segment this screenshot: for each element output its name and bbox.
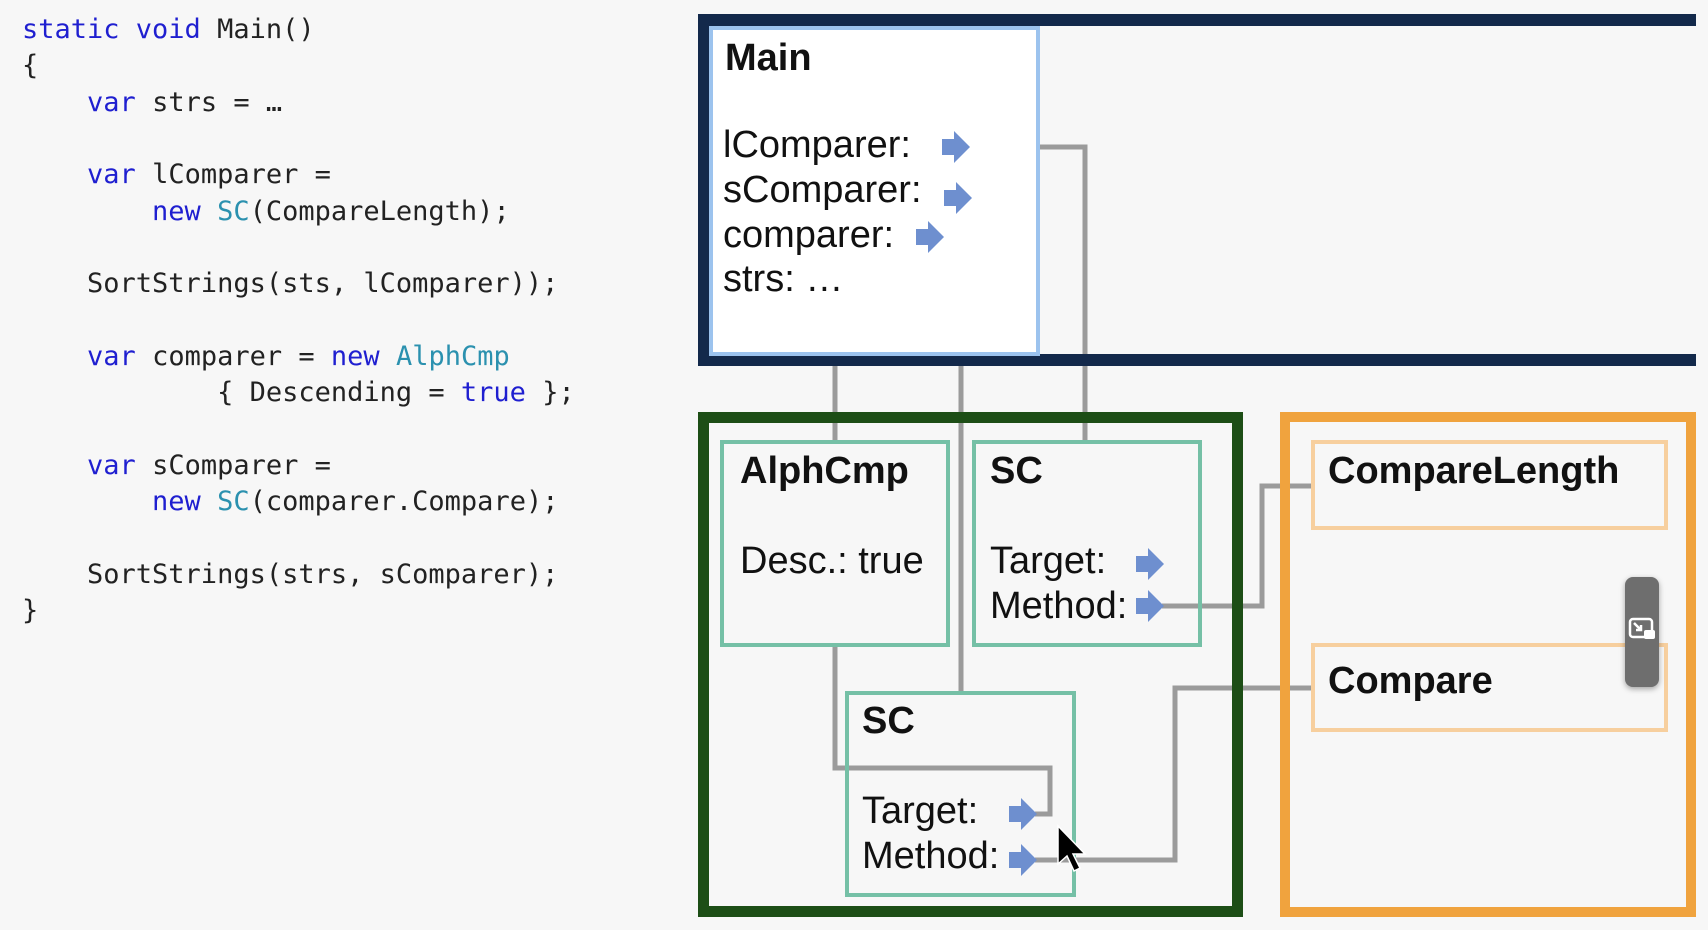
code-line: SortStrings(strs, sComparer); [22, 557, 558, 593]
sc-object-bottom [845, 691, 1076, 897]
sc-bottom-title: SC [862, 700, 915, 742]
alphcmp-title: AlphCmp [740, 450, 909, 492]
code-type: SC [217, 485, 250, 517]
code-text: Main() [200, 14, 315, 45]
code-line: new SC(comparer.Compare); [22, 484, 558, 520]
code-type: AlphCmp [395, 340, 510, 372]
code-text: comparer = [135, 340, 331, 372]
sc-top-method: Method: [990, 585, 1128, 627]
code-line: var strs = … [22, 85, 282, 121]
sc-top-title: SC [990, 450, 1043, 492]
code-keyword: var [87, 340, 136, 372]
code-text: (comparer.Compare); [249, 485, 559, 517]
code-keyword: new [152, 485, 201, 517]
sc-bottom-method: Method: [862, 835, 1000, 877]
code-type: SC [217, 195, 250, 227]
code-text: (CompareLength); [249, 195, 510, 227]
pointer-arrow-icon [916, 221, 944, 253]
code-keyword: true [460, 377, 526, 408]
code-keyword: var [87, 159, 136, 191]
code-line: { [22, 48, 38, 84]
code-line: var sComparer = [22, 448, 331, 484]
code-keyword: new [330, 340, 380, 372]
code-line: var lComparer = [22, 157, 331, 193]
connector-sc-target-bottom [832, 647, 1053, 817]
code-line: } [22, 593, 38, 629]
pointer-arrow-icon [1136, 590, 1164, 622]
sc-bottom-target: Target: [862, 790, 979, 832]
code-text: SortStrings(sts, lComparer)); [22, 268, 559, 300]
compare-method [1311, 643, 1668, 732]
code-line: static void Main() [22, 12, 315, 48]
compare-title: Compare [1328, 660, 1493, 702]
field-comparer: comparer: [723, 214, 895, 256]
code-line: var comparer = new AlphCmp [22, 339, 510, 375]
alphcmp-object [720, 440, 950, 647]
code-text: }; [525, 377, 575, 408]
methods-area [1280, 412, 1696, 917]
code-keyword: var [87, 86, 136, 118]
picture-in-picture-icon [1628, 617, 1655, 639]
field-lcomparer: lComparer: [723, 124, 911, 166]
pointer-arrow-icon [1009, 844, 1037, 876]
picture-in-picture-button[interactable] [1625, 577, 1659, 687]
code-text: lComparer = [135, 159, 331, 191]
mouse-cursor-icon [1057, 824, 1087, 873]
stack-frame-area [698, 14, 1696, 366]
code-keyword: var [87, 449, 136, 481]
code-text: sComparer = [135, 449, 331, 481]
code-line: SortStrings(sts, lComparer)); [22, 266, 558, 302]
compare-length-title: CompareLength [1328, 450, 1620, 492]
code-text: { [22, 50, 39, 82]
code-text: { Descending = [22, 377, 461, 408]
code-text: strs = … [135, 86, 283, 118]
connector-sc-method-bottom [1035, 685, 1312, 863]
code-line: new SC(CompareLength); [22, 194, 510, 230]
main-frame-title: Main [725, 37, 812, 79]
sc-object-top [972, 440, 1202, 647]
pointer-arrow-icon [942, 131, 970, 163]
heap-area [698, 412, 1243, 917]
code-keyword: new [152, 195, 201, 227]
code-keyword: static void [22, 14, 201, 45]
code-line: { Descending = true }; [22, 375, 575, 411]
alphcmp-descending-field: Desc.: true [740, 540, 924, 582]
sc-top-target: Target: [990, 540, 1107, 582]
compare-length-method [1311, 440, 1668, 530]
code-text: SortStrings(strs, sComparer); [22, 558, 559, 590]
field-scomparer: sComparer: [723, 169, 922, 211]
main-stack-frame [709, 26, 1040, 356]
pointer-arrow-icon [1009, 798, 1037, 830]
pointer-arrow-icon [944, 182, 972, 214]
code-text: } [22, 594, 39, 626]
pointer-arrow-icon [1136, 548, 1164, 580]
field-strs: strs: … [723, 258, 844, 300]
